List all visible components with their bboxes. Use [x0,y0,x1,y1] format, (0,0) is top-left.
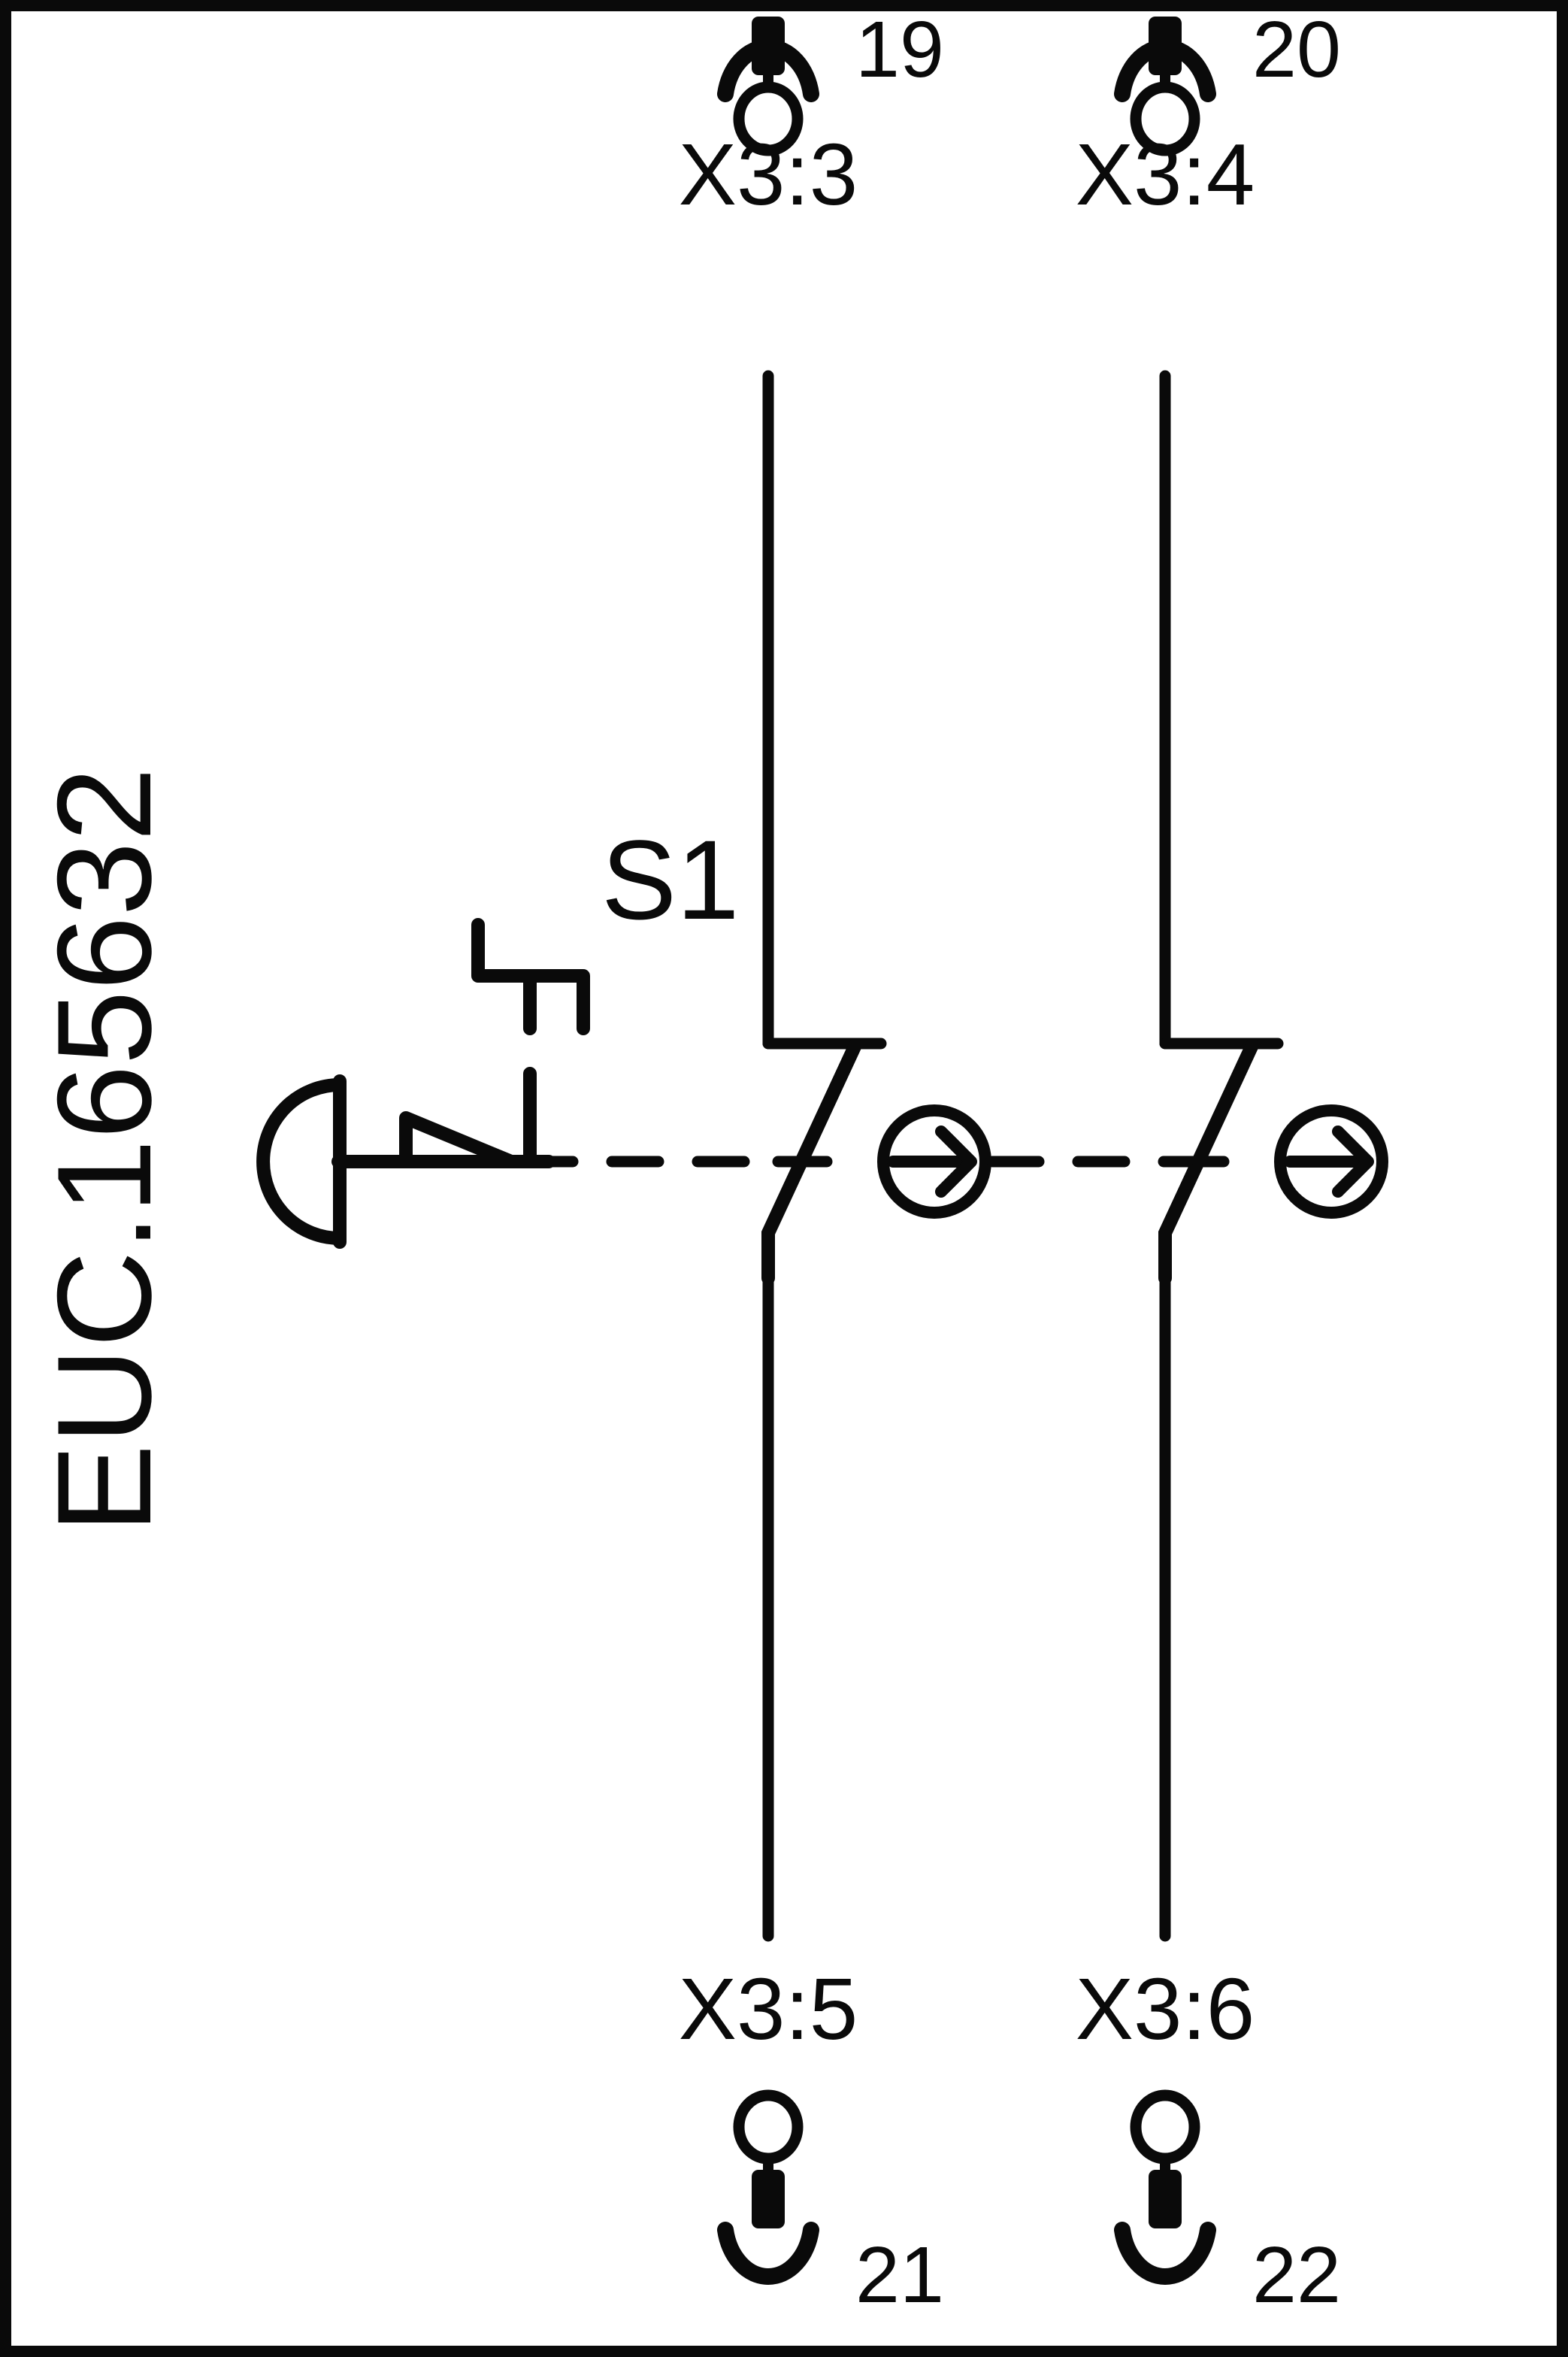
contact-normally-closed-1[interactable] [761,1038,991,1285]
wire-number-21: 21 [855,2231,944,2319]
terminal-ring-icon [733,81,804,156]
wire-number-22: 22 [1252,2231,1341,2319]
cam-actuator-icon [256,1078,347,1245]
terminal-bottom-1[interactable]: X3:5 21 [679,1960,944,2319]
terminal-ring-icon [733,2089,804,2165]
terminal-block [752,2170,785,2228]
arrow-in-circle-icon [1274,1104,1388,1219]
wire-number-19: 19 [855,5,944,94]
cable-clamp-arc-icon [1114,2222,1216,2285]
terminal-block [752,17,785,75]
connector-label-x3-6: X3:6 [1076,1960,1255,2058]
terminal-block [1149,17,1182,75]
terminal-ring-icon [1130,81,1200,156]
actuator-assembly[interactable] [256,918,590,1249]
terminal-ring-icon [1130,2089,1200,2165]
terminal-block [1149,2170,1182,2228]
connector-label-x3-4: X3:4 [1076,126,1255,223]
connector-label-x3-5: X3:5 [679,1960,858,2058]
terminal-top-1[interactable]: 19 X3:3 [679,5,944,223]
terminal-top-2[interactable]: 20 X3:4 [1076,5,1341,223]
cable-clamp-arc-icon [717,2222,819,2285]
arrow-in-circle-icon [877,1104,991,1219]
connector-label-x3-3: X3:3 [679,126,858,223]
wire-number-20: 20 [1252,5,1341,94]
latching-detent-icon [471,918,590,1035]
terminal-bottom-2[interactable]: X3:6 22 [1076,1960,1341,2319]
contact-normally-closed-2[interactable] [1158,1038,1388,1285]
switch-designation-s1: S1 [601,816,739,943]
device-label: EUC.165632 [29,767,179,1533]
roller-wedge-icon [399,1111,518,1168]
